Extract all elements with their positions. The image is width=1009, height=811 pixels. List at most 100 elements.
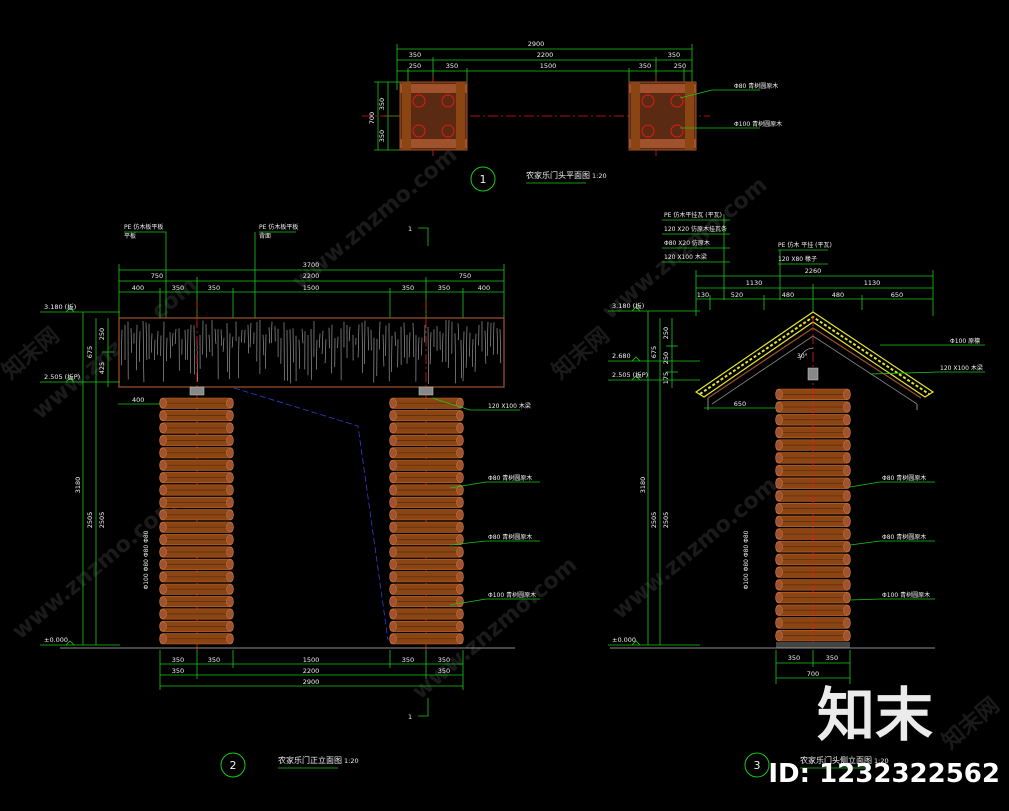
dim-text: 480 <box>782 291 794 299</box>
level-text: 2.680 <box>612 352 631 360</box>
section-mark: 1 <box>408 713 412 721</box>
dim-text: 1500 <box>540 62 557 70</box>
watermark: 知末网 <box>547 322 614 384</box>
dim-text: 750 <box>151 272 163 280</box>
plan-label-top: Φ80 青树圆原木 <box>734 82 778 90</box>
dim-text: 2505 <box>662 512 670 529</box>
side-label-pe1: PE 仿木平挂瓦 (平瓦) <box>664 211 722 219</box>
watermark-layer: www.znzmo.com www.znzmo.com www.znzmo.co… <box>0 143 1004 755</box>
plan-pillar-right <box>628 81 697 151</box>
dim-text: 350 <box>409 51 421 59</box>
dim-text: 250 <box>662 327 670 339</box>
section-mark: 1 <box>408 225 412 233</box>
dim-text: 250 <box>662 352 670 364</box>
side-label-pe2: PE 仿木 平挂 (平瓦) <box>778 241 832 249</box>
roof-angle: 30° <box>797 353 808 360</box>
dim-text: 350 <box>208 284 220 292</box>
view-title: 农家乐门正立面图 <box>278 755 342 765</box>
dim-text: 350 <box>172 656 184 664</box>
side-label-l2: 120 X20 仿原木挂瓦条 <box>664 225 727 233</box>
side-label-r2: 120 X100 木梁 <box>940 364 983 372</box>
dim-text: 2900 <box>528 40 545 48</box>
plan-pillar-left <box>399 81 468 151</box>
dim-text: 2505 <box>650 512 658 529</box>
level-text: 3.180 (板) <box>44 302 76 311</box>
front-label-beam: 120 X100 木梁 <box>488 402 531 410</box>
front-label-pe-mid-2: 背面 <box>259 232 271 240</box>
dim-text: 350 <box>438 284 450 292</box>
front-label-pe-left-2: 平板 <box>124 232 136 240</box>
dim-text: 700 <box>368 112 376 124</box>
side-label-log100: Φ100 青树圆原木 <box>882 591 930 599</box>
view-scale: 1:20 <box>874 757 889 765</box>
dim-text: 750 <box>459 272 471 280</box>
dim-text: 2260 <box>805 267 822 275</box>
view-title: 农家乐门头平面图 <box>526 170 590 180</box>
level-text: 2.505 (板P) <box>44 372 80 381</box>
dim-text: 350 <box>402 284 414 292</box>
dim-text: 675 <box>86 346 94 358</box>
dim-text: 2505 <box>86 512 94 529</box>
side-label-r1: Φ100 原檩 <box>950 337 980 345</box>
plan-view: 2900 350 2200 350 250 350 1500 350 250 3… <box>362 40 782 192</box>
level-text: ±0.000 <box>612 636 636 644</box>
watermark: 知末网 <box>937 692 1004 754</box>
front-label-log80a: Φ80 青树圆原木 <box>488 474 532 482</box>
view-scale: 1:20 <box>344 757 359 765</box>
dim-text: 350 <box>826 654 838 662</box>
watermark: www.znzmo.com <box>608 473 782 625</box>
side-label-log80a: Φ80 青树圆原木 <box>882 474 926 482</box>
level-text: 3.180 (板) <box>612 301 644 310</box>
dim-text: 350 <box>438 667 450 675</box>
dim-text: 1500 <box>303 284 320 292</box>
view-number: 1 <box>480 173 487 186</box>
view-number-circle <box>220 752 246 778</box>
view-number: 3 <box>754 759 761 772</box>
front-label-log100: Φ100 青树圆原木 <box>488 591 536 599</box>
dim-text: 350 <box>378 98 386 110</box>
gable-roof <box>694 311 935 410</box>
dim-text: 520 <box>731 291 743 299</box>
dim-text: 350 <box>172 667 184 675</box>
dim-text: 350 <box>788 654 800 662</box>
front-vertical-note: Φ100 Φ80 Φ80 Φ80 <box>143 530 150 589</box>
plan-label-bottom: Φ100 青树圆原木 <box>734 120 782 128</box>
dim-text: 650 <box>891 291 903 299</box>
side-vertical-note: Φ100 Φ80 Φ80 Φ80 <box>743 530 750 589</box>
level-text: 2.505 (板P) <box>612 370 648 379</box>
watermark: www.znzmo.com <box>8 493 182 645</box>
dim-text: 2900 <box>303 678 320 686</box>
side-label-l3: Φ80 X20 仿原木 <box>664 239 710 247</box>
view-scale: 1:20 <box>592 172 607 180</box>
dim-text: 3700 <box>303 261 320 269</box>
view-number: 2 <box>230 759 237 772</box>
dim-text: 400 <box>132 396 144 404</box>
view-title: 农家乐门头侧立面图 <box>800 755 872 765</box>
dim-text: 1130 <box>746 279 763 287</box>
dim-text: 350 <box>208 656 220 664</box>
dim-text: 1130 <box>864 279 881 287</box>
brand-overlay: 知末 ID: 1232322562 <box>768 681 1000 789</box>
front-label-pe-mid: PE 仿木板平板 <box>259 223 298 231</box>
side-elevation: PE 仿木平挂瓦 (平瓦) 120 X20 仿原木挂瓦条 Φ80 X20 仿原木… <box>608 211 985 778</box>
dim-text: 350 <box>402 656 414 664</box>
dim-text: 2200 <box>537 51 554 59</box>
view-number-circle <box>470 166 496 192</box>
dim-text: 250 <box>98 328 106 340</box>
front-pillar-left <box>159 397 234 645</box>
dim-text: 350 <box>378 130 386 142</box>
dim-text: 250 <box>409 62 421 70</box>
side-label-l4: 120 X100 木梁 <box>664 253 707 261</box>
dim-text: 250 <box>674 62 686 70</box>
dim-text: 675 <box>650 346 658 358</box>
dim-text: 130 <box>697 291 709 299</box>
side-label-log80b: Φ80 青树圆原木 <box>882 533 926 541</box>
brand-logo: 知末 <box>817 681 933 749</box>
dim-text: 480 <box>832 291 844 299</box>
dim-text: 350 <box>172 284 184 292</box>
side-label-l6: 120 X80 椽子 <box>778 255 817 263</box>
level-text: ±0.000 <box>44 636 68 644</box>
dim-text: 350 <box>639 62 651 70</box>
dim-text: 400 <box>132 284 144 292</box>
